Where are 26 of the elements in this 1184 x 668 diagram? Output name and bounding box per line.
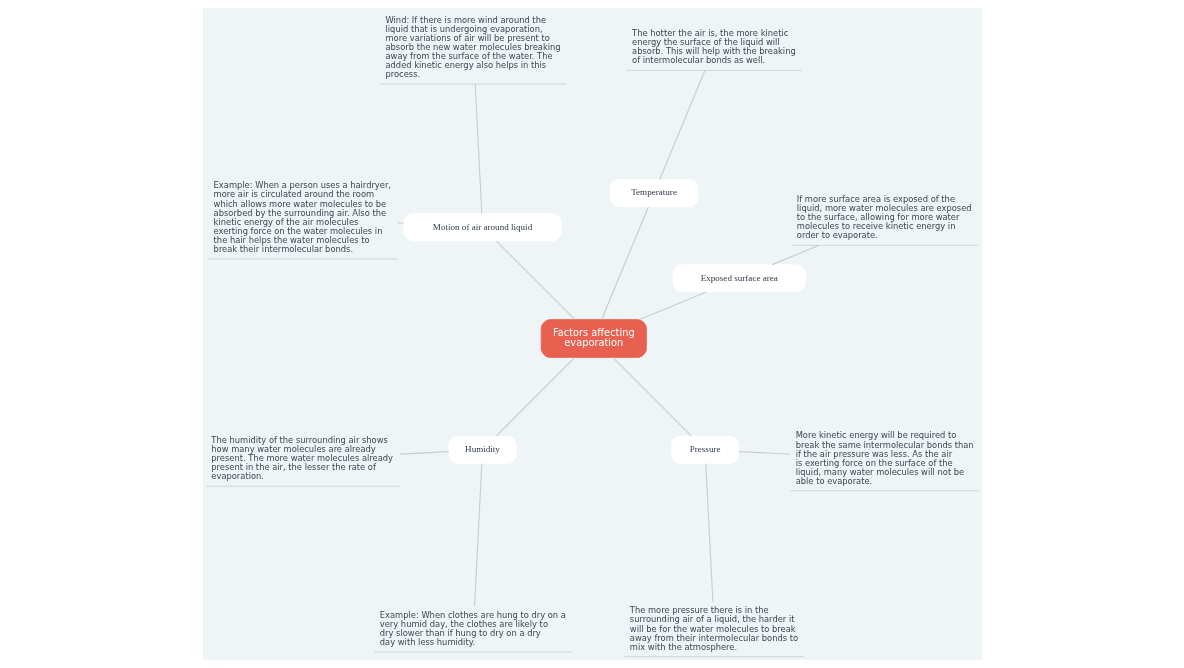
connector bbox=[658, 69, 705, 180]
node-text: The more pressure there is in the surrounding air of a liquid, the harder it will be for the water molecules to break away from their intermolecular bonds to mix with the atmosphere. bbox=[629, 605, 798, 652]
node-box: Motion of air around liquid bbox=[402, 213, 562, 242]
connector bbox=[771, 244, 819, 266]
connector bbox=[399, 451, 449, 455]
connector bbox=[495, 357, 575, 437]
node-text: The hotter the air is, the more kinetic energy the surface of the liquid will absorb. This will help with the breaking of intermolecular bonds as well. bbox=[631, 28, 796, 66]
node-text: Example: When a person uses a hairdryer, more air is circulated around the room which allows more water molecules to be absorbed by the surrounding air. Also the kinetic energy of the air molecules exerting force on the water molecules in the hair helps the water molecules to break their intermolecular bonds. bbox=[213, 180, 391, 255]
node-box: Humidity bbox=[447, 435, 517, 464]
node-text: If more surface area is exposed of the liquid, more water molecules are exposed to the surface, allowing for more water molecules to receive kinetic energy in order to evaporate. bbox=[796, 194, 972, 241]
connector bbox=[495, 240, 575, 320]
connector bbox=[474, 83, 482, 215]
connector bbox=[600, 206, 649, 321]
node-text: More kinetic energy will be required to break the same intermolecular bonds than if the air pressure was less. As the air is exerting force on the surface of the liquid, many water molecules will not be able to evaporate. bbox=[795, 430, 974, 486]
connector bbox=[473, 463, 482, 608]
connector bbox=[638, 291, 707, 321]
node-box: Temperature bbox=[609, 179, 698, 208]
node-box: Exposed surface area bbox=[672, 264, 806, 293]
node-box: Factors affecting evaporation bbox=[540, 319, 647, 358]
node-text: Example: When clothes are hung to dry on a very humid day, the clothes are likely to dry slower than if hung to dry on a dry day with less humidity. bbox=[379, 609, 566, 648]
node-text: The humidity of the surrounding air shows how many water molecules are already present. The more water molecules already present in the air, the lesser the rate of evaporation. bbox=[210, 434, 393, 482]
node-box: Pressure bbox=[670, 435, 739, 464]
connector bbox=[704, 463, 713, 603]
connector bbox=[737, 451, 791, 455]
connector bbox=[611, 357, 692, 437]
node-text: Wind: If there is more wind around the liquid that is undergoing evaporation, more variations of air will be present to absorb the new water molecules breaking away from the surface of the water. The added kinetic energy also helps in this process. bbox=[384, 14, 561, 80]
